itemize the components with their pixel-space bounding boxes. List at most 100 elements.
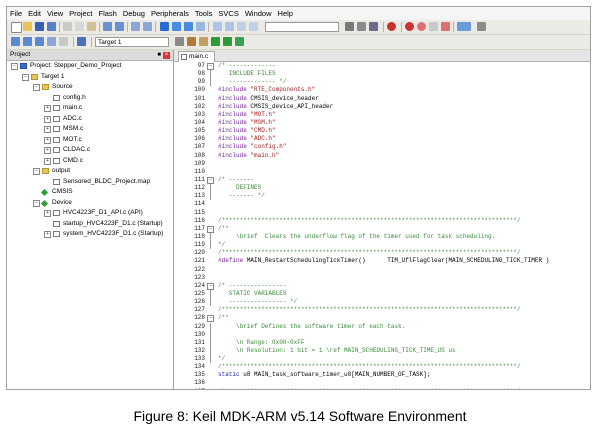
- expand-icon[interactable]: +: [44, 210, 51, 217]
- manage-rte-icon[interactable]: [211, 37, 220, 46]
- collapse-icon[interactable]: −: [33, 199, 40, 207]
- menu-item-edit[interactable]: Edit: [28, 9, 42, 18]
- tree-item[interactable]: Sensored_BLDC_Project.map: [7, 177, 173, 188]
- menu-item-help[interactable]: Help: [277, 9, 293, 18]
- stop-build-icon[interactable]: [59, 37, 68, 46]
- kill-all-breakpoints-icon[interactable]: [441, 22, 450, 31]
- collapse-icon[interactable]: −: [33, 84, 40, 91]
- menu-item-debug[interactable]: Debug: [122, 9, 145, 18]
- tree-item[interactable]: config.h: [7, 93, 173, 104]
- kill-breakpoints-icon[interactable]: [429, 22, 438, 31]
- unindent-icon[interactable]: [225, 22, 234, 31]
- tree-item[interactable]: + main.c: [7, 103, 173, 114]
- expand-icon[interactable]: +: [44, 136, 51, 144]
- pin-icon[interactable]: ■: [157, 52, 161, 58]
- indent-icon[interactable]: [213, 22, 222, 31]
- debug-start-icon[interactable]: [387, 22, 396, 31]
- fold-icon[interactable]: −: [207, 176, 214, 184]
- fold-icon[interactable]: −: [207, 225, 214, 233]
- clear-bookmarks-icon[interactable]: [196, 22, 205, 31]
- tree-item[interactable]: +system_HVC4223F_D1.c (Startup): [7, 229, 173, 240]
- manage-project-icon[interactable]: [187, 37, 196, 46]
- copy-icon[interactable]: [75, 22, 84, 31]
- save-icon[interactable]: [35, 22, 44, 31]
- menu-item-tools[interactable]: Tools: [194, 9, 213, 18]
- expand-icon[interactable]: +: [44, 105, 51, 112]
- undo-icon[interactable]: [103, 22, 112, 31]
- bookmark-icon[interactable]: [160, 22, 169, 31]
- find-combo[interactable]: [265, 22, 339, 32]
- navigate-back-icon[interactable]: [131, 22, 140, 31]
- redo-icon[interactable]: [115, 22, 124, 31]
- tree-item-label: MSM.c: [63, 125, 84, 132]
- code-token: MAIN_RestartSchedulingTickTimer() TIM_Uf…: [246, 257, 550, 265]
- target-options-icon[interactable]: [175, 37, 184, 46]
- comment-icon[interactable]: [237, 22, 246, 31]
- batch-build-icon[interactable]: [47, 37, 56, 46]
- disable-breakpoint-icon[interactable]: [417, 22, 426, 31]
- menu-item-peripherals[interactable]: Peripherals: [150, 9, 189, 18]
- tree-item[interactable]: + MSM.c: [7, 124, 173, 135]
- expand-icon[interactable]: +: [44, 126, 51, 133]
- fold-icon[interactable]: −: [207, 282, 214, 290]
- cut-icon[interactable]: [63, 22, 72, 31]
- target-select[interactable]: Target 1: [95, 37, 169, 47]
- pack-installer-icon[interactable]: [235, 37, 244, 46]
- tree-item[interactable]: +ADC.c: [7, 114, 173, 125]
- tab-main-c[interactable]: main.c: [178, 51, 216, 62]
- expand-icon[interactable]: +: [44, 115, 51, 123]
- tree-item[interactable]: −Device: [7, 198, 173, 209]
- menu-item-project[interactable]: Project: [69, 9, 93, 18]
- file-icon: [53, 105, 60, 111]
- navigate-forward-icon[interactable]: [143, 22, 152, 31]
- menu-item-file[interactable]: File: [10, 9, 23, 18]
- fold-icon[interactable]: −: [207, 63, 214, 70]
- menu-item-flash[interactable]: Flash: [98, 9, 117, 18]
- translate-icon[interactable]: [11, 37, 20, 46]
- tree-item[interactable]: −Project: Stepper_Demo_Project: [7, 61, 173, 72]
- fold-icon[interactable]: −: [207, 315, 214, 323]
- download-icon[interactable]: [77, 37, 86, 46]
- code-line: 98 INCLUDE FILES: [174, 70, 590, 79]
- new-file-icon[interactable]: [11, 22, 22, 33]
- collapse-icon[interactable]: −: [11, 63, 18, 70]
- rte-green-icon[interactable]: [223, 37, 232, 46]
- select-packs-icon[interactable]: [199, 37, 208, 46]
- folder-icon: [42, 84, 49, 90]
- code-token: "main.h": [250, 151, 280, 159]
- rebuild-icon[interactable]: [35, 37, 44, 46]
- collapse-icon[interactable]: −: [22, 73, 29, 81]
- tree-item[interactable]: −output: [7, 166, 173, 177]
- find-in-files-icon[interactable]: [357, 22, 366, 31]
- tree-item[interactable]: −Target 1: [7, 72, 173, 83]
- tree-item[interactable]: startup_HVC4223F_D1.c (Startup): [7, 219, 173, 230]
- close-icon[interactable]: ×: [163, 52, 170, 59]
- tree-item[interactable]: +CLDAC.c: [7, 145, 173, 156]
- menu-item-window[interactable]: Window: [244, 9, 272, 18]
- uncomment-icon[interactable]: [249, 22, 258, 31]
- expand-icon[interactable]: +: [44, 147, 51, 154]
- find-icon[interactable]: [345, 22, 354, 31]
- tree-item[interactable]: −Source: [7, 82, 173, 93]
- next-bookmark-icon[interactable]: [184, 22, 193, 31]
- tree-item[interactable]: +MOT.c: [7, 135, 173, 146]
- open-folder-icon[interactable]: [23, 22, 32, 31]
- tree-item[interactable]: +CMD.c: [7, 156, 173, 167]
- menu-item-view[interactable]: View: [47, 9, 64, 18]
- tree-item[interactable]: CMSIS: [7, 187, 173, 198]
- tree-item[interactable]: +HVC4223F_D1_API.c (API): [7, 208, 173, 219]
- breakpoint-icon[interactable]: [405, 22, 414, 31]
- save-all-icon[interactable]: [47, 22, 56, 31]
- build-icon[interactable]: [23, 37, 32, 46]
- configure-icon[interactable]: [477, 22, 486, 31]
- window-layout-icon[interactable]: [457, 22, 471, 31]
- collapse-icon[interactable]: −: [33, 168, 40, 175]
- expand-icon[interactable]: +: [44, 157, 51, 165]
- prev-bookmark-icon[interactable]: [172, 22, 181, 31]
- expand-icon[interactable]: +: [44, 231, 51, 238]
- tree-item-label: main.c: [63, 104, 83, 111]
- menu-item-svcs[interactable]: SVCS: [218, 9, 239, 18]
- incremental-find-icon[interactable]: [369, 22, 378, 31]
- paste-icon[interactable]: [87, 22, 96, 31]
